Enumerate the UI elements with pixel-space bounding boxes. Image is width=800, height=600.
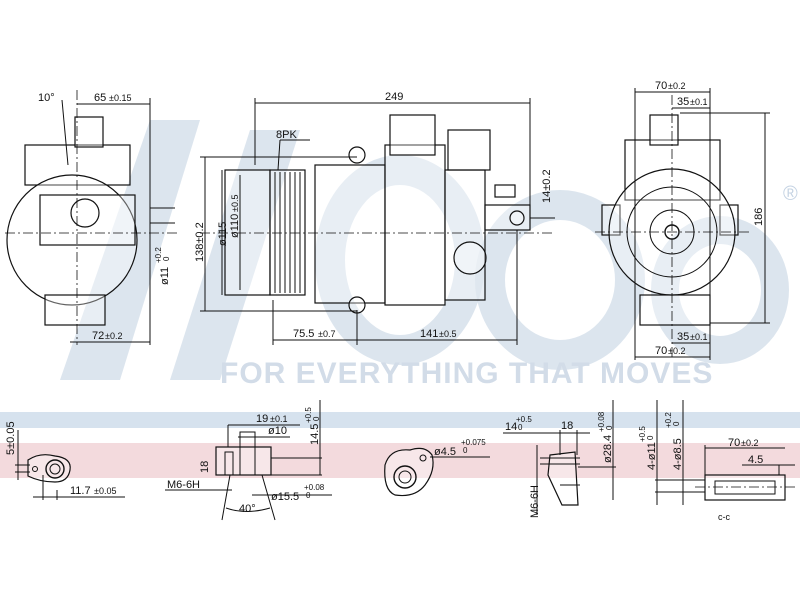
large-holes-tol-up: +0.5 (638, 426, 647, 442)
port-outer-tol-low: 0 (306, 491, 311, 500)
detail-flange: ø4.5 +0.075 0 (384, 438, 490, 497)
bottom-half-tol: ±0.1 (690, 332, 707, 342)
port-outer-diameter: ø15.5 (271, 491, 299, 503)
ear-height: 5±0.05 (5, 421, 17, 455)
side-diameter-value: ø28.4 (602, 435, 614, 463)
flange-hole-tol-low: 0 (463, 446, 468, 455)
port-thread: M6-6H (167, 479, 200, 491)
top-width-value: 70 (655, 80, 667, 92)
rear-mount-tol: ±0.5 (439, 329, 456, 339)
top-half-value: 35 (677, 96, 689, 108)
suction-port (389, 114, 436, 156)
detail-section-cc: 4-ø11 +0.5 0 4-ø8.5 +0.2 0 70 ±0.2 4.5 c… (638, 400, 795, 522)
port-depth-value: 14.5 (309, 424, 321, 445)
section-length-tol: ±0.2 (741, 438, 758, 448)
electrical-plug (494, 184, 516, 198)
compressor-front-housing (314, 164, 386, 304)
shaft-tol-low: 0 (162, 256, 171, 261)
registered-mark: ® (783, 183, 798, 205)
mount-hole (348, 146, 366, 164)
port-outer-tol-up: +0.08 (304, 483, 325, 492)
bottom-width-value: 72 (92, 330, 104, 342)
front-mount-tol: ±0.7 (318, 329, 335, 339)
pulley-diameter: ø115 (217, 222, 229, 246)
port-angle: 40° (239, 503, 256, 515)
bottom-half-value: 35 (677, 331, 689, 343)
bottom-width-tol: ±0.2 (105, 331, 122, 341)
side-thread: M6-6H (529, 485, 541, 518)
rear-mount-distance: 141 (420, 328, 438, 340)
top-half-tol: ±0.1 (690, 97, 707, 107)
detail-port-side: 14 +0.5 0 18 ø28.4 +0.08 0 M6-6H (503, 400, 616, 518)
watermark-letter-stroke (60, 120, 200, 380)
port-bore: ø10 (268, 425, 287, 437)
rear-housing (444, 169, 486, 301)
rear-mount-ear (484, 204, 531, 231)
watermark-band-blue (0, 412, 800, 428)
detail-port-section: 19 ±0.1 ø10 14.5 +0.5 0 18 M6-6H ø15.5 +… (165, 400, 332, 521)
large-holes-tol-low: 0 (646, 435, 655, 440)
top-width-tol: ±0.15 (109, 93, 131, 103)
clutch-connector (453, 241, 487, 275)
compressor-body (384, 144, 446, 306)
small-holes-tol-low: 0 (672, 421, 681, 426)
port-width-tol: ±0.1 (270, 414, 287, 424)
side-depth-value: 14 (505, 421, 517, 433)
side-width: 18 (561, 420, 573, 432)
port-width-value: 19 (256, 413, 268, 425)
watermark-letter-stroke (475, 190, 645, 370)
shaft-tol-up: +0.2 (154, 247, 163, 263)
left-view: 10° 65 ±0.15 72 ±0.2 ø11 +0.2 0 (5, 90, 180, 345)
belt-type: 8PK (276, 129, 297, 141)
overall-length: 249 (385, 91, 403, 103)
pulley-grooves (269, 169, 306, 296)
large-holes-value: 4-ø11 (646, 442, 658, 470)
section-label: c-c (718, 512, 730, 522)
mount-hole (509, 210, 525, 226)
port-offset: 14±0.2 (541, 169, 553, 203)
front-mount-distance: 75.5 (293, 328, 314, 340)
port-thickness: 18 (199, 461, 211, 473)
mount-height: 138±0.2 (194, 222, 206, 262)
pulley-inner-tol: ±0.5 (230, 195, 240, 212)
side-depth-tol-up: +0.5 (516, 415, 532, 424)
height-value: 186 (753, 208, 765, 226)
shaft-diameter: ø11 (159, 267, 171, 285)
top-width-tol: ±0.2 (668, 81, 685, 91)
watermark-letter-stroke (315, 155, 485, 365)
watermark-band-red (0, 443, 800, 478)
small-holes-value: 4-ø8.5 (672, 438, 684, 470)
rear-view: 70 ±0.2 35 ±0.1 186 35 ±0.1 70 ±0.2 (595, 80, 770, 360)
small-holes-tol-up: +0.2 (664, 412, 673, 428)
side-view: 249 8PK 138±0.2 ø115 ø110 ±0.5 14±0.2 75… (194, 91, 555, 345)
pulley-inner-diameter: ø110 (229, 214, 241, 238)
side-diameter-tol-low: 0 (605, 425, 614, 430)
angle-label: 10° (38, 92, 55, 104)
watermark-tagline: FOR EVERYTHING THAT MOVES (220, 357, 713, 390)
section-offset: 4.5 (748, 454, 763, 466)
section-length-value: 70 (728, 437, 740, 449)
detail-mount-ear: 5±0.05 11.7 ±0.05 (5, 421, 125, 500)
side-diameter-tol-up: +0.08 (597, 411, 606, 432)
watermark-letter-stroke (170, 130, 300, 380)
flange-hole-tol-up: +0.075 (461, 438, 486, 447)
flange-hole-diameter: ø4.5 (434, 446, 456, 458)
discharge-port (447, 129, 491, 171)
side-depth-tol-low: 0 (518, 423, 523, 432)
bottom-width-value: 70 (655, 345, 667, 357)
bottom-width-tol: ±0.2 (668, 346, 685, 356)
ear-offset-tol: ±0.05 (94, 486, 116, 496)
top-width-value: 65 (94, 92, 106, 104)
port-depth-tol-low: 0 (312, 416, 321, 421)
port-depth-tol-up: +0.5 (304, 407, 313, 423)
ear-offset-value: 11.7 (70, 485, 91, 497)
